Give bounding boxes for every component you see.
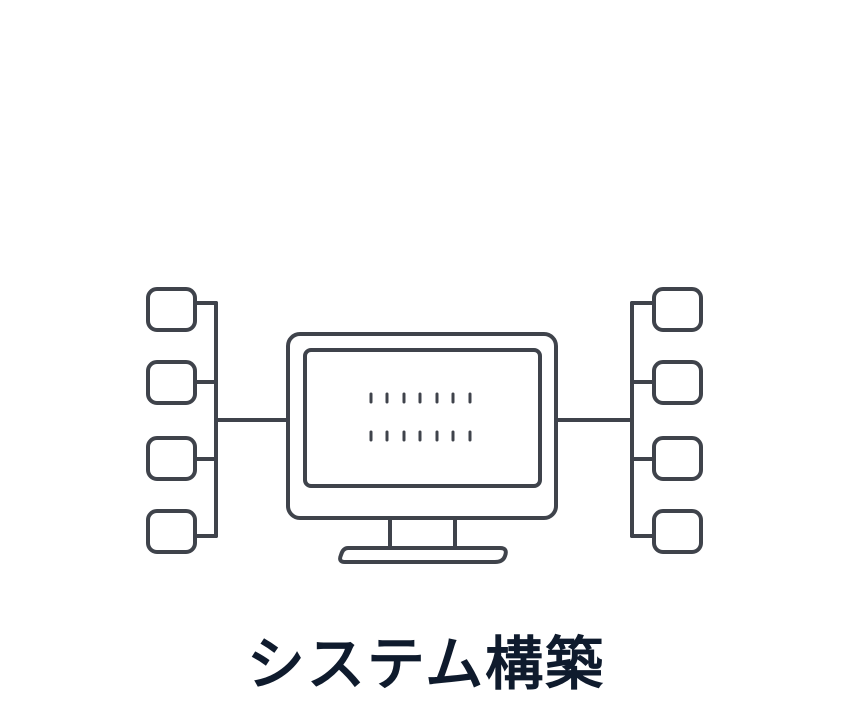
left-node-box	[146, 509, 197, 554]
screen-code-marks	[369, 392, 472, 442]
right-node-box	[652, 436, 703, 481]
right-connector-tree	[554, 301, 656, 538]
left-node-boxes	[146, 287, 197, 554]
right-node-box	[652, 287, 703, 332]
monitor-base	[338, 546, 508, 564]
monitor-frame	[286, 332, 558, 520]
left-connector-tree	[193, 301, 290, 538]
left-node-box	[146, 436, 197, 481]
left-node-box	[146, 287, 197, 332]
right-node-boxes	[652, 287, 703, 554]
monitor-stand	[388, 516, 457, 550]
monitor-screen	[303, 348, 542, 488]
right-node-box	[652, 360, 703, 405]
right-node-box	[652, 509, 703, 554]
left-node-box	[146, 360, 197, 405]
page-title: システム構築	[246, 630, 606, 698]
